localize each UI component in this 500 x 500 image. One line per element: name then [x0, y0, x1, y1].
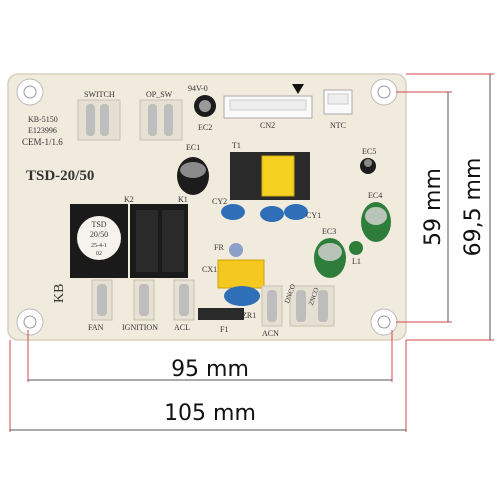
label-outer-height: 69,5 mm: [461, 158, 486, 257]
cn2-connector: [223, 95, 313, 119]
acn-connector: [261, 285, 283, 327]
relay-k1: [130, 204, 188, 278]
capacitor-cy1a: [260, 206, 284, 222]
capacitor-cy2: [221, 204, 245, 220]
ntc-connector: [323, 89, 353, 115]
label-cy1: CY1: [306, 211, 321, 220]
label-ec3: EC3: [322, 227, 336, 236]
dimension-inner-width: [27, 330, 393, 382]
capacitor-ec3: [314, 238, 346, 278]
label-k2: K2: [124, 195, 134, 204]
label-ec5: EC5: [362, 147, 376, 156]
board-title: TSD-20/50: [26, 168, 94, 184]
label-ec4: EC4: [368, 191, 382, 200]
capacitor-ec4: [361, 202, 391, 242]
label-cn2: CN2: [260, 121, 275, 130]
label-fr: FR: [214, 243, 224, 252]
relay-k2: TSD 20/50 25-4-1 02: [70, 204, 128, 278]
dimension-outer-height: [406, 73, 494, 341]
mounting-hole-tl: [16, 78, 44, 106]
mounting-hole-tr: [370, 78, 398, 106]
capacitor-ec1: [177, 157, 209, 195]
switch-connector: [77, 99, 121, 141]
label-t1: T1: [232, 141, 241, 150]
capacitor-ec5: [360, 158, 376, 174]
label-f1: F1: [220, 325, 228, 334]
relay-text-4: 02: [96, 251, 102, 257]
dimension-inner-height: [396, 91, 452, 323]
kb-mark: KB: [52, 284, 67, 303]
label-ec2: EC2: [198, 123, 212, 132]
label-ignition: IGNITION: [122, 323, 158, 332]
label-cy2: CY2: [212, 197, 227, 206]
resistor-fr: [229, 243, 243, 257]
dnco-connector: [289, 285, 335, 327]
label-outer-width: 105 mm: [164, 401, 256, 426]
relay-text-2: 20/50: [90, 230, 108, 239]
label-switch: SWITCH: [84, 90, 115, 99]
label-acl: ACL: [174, 323, 190, 332]
label-inner-width: 95 mm: [171, 357, 249, 382]
model-line-3: CEM-1/1.6: [22, 137, 63, 147]
capacitor-ec2: [194, 95, 216, 117]
model-line-1: KB-5150: [28, 115, 58, 124]
label-zr1: ZR1: [242, 311, 256, 320]
label-ec1: EC1: [186, 143, 200, 152]
triangle-marker: [292, 84, 304, 94]
ignition-connector: [133, 279, 155, 321]
mounting-hole-br: [370, 308, 398, 336]
dimension-outer-width: [9, 340, 407, 432]
inductor-l1: [349, 241, 363, 255]
label-ntc: NTC: [330, 121, 346, 130]
label-cx1: CX1: [202, 265, 217, 274]
varistor-zr1: [224, 286, 260, 306]
label-inner-height: 59 mm: [421, 168, 446, 246]
label-fan: FAN: [88, 323, 104, 332]
capacitor-cx1: [217, 259, 265, 289]
label-k1: K1: [178, 195, 188, 204]
op-sw-connector: [139, 99, 183, 141]
relay-text-3: 25-4-1: [91, 243, 107, 249]
mounting-hole-bl: [16, 308, 44, 336]
label-op-sw: OP_SW: [146, 90, 173, 99]
transformer-t1: [230, 152, 310, 200]
label-l1: L1: [352, 257, 361, 266]
ul-mark: 94V-0: [188, 84, 208, 93]
label-acn: ACN: [262, 329, 279, 338]
acl-connector: [173, 279, 195, 321]
model-line-2: E123996: [28, 126, 57, 135]
fuse-f1: [198, 308, 244, 320]
capacitor-cy1b: [284, 204, 308, 220]
relay-text-1: TSD: [91, 220, 106, 229]
fan-connector: [91, 279, 113, 321]
